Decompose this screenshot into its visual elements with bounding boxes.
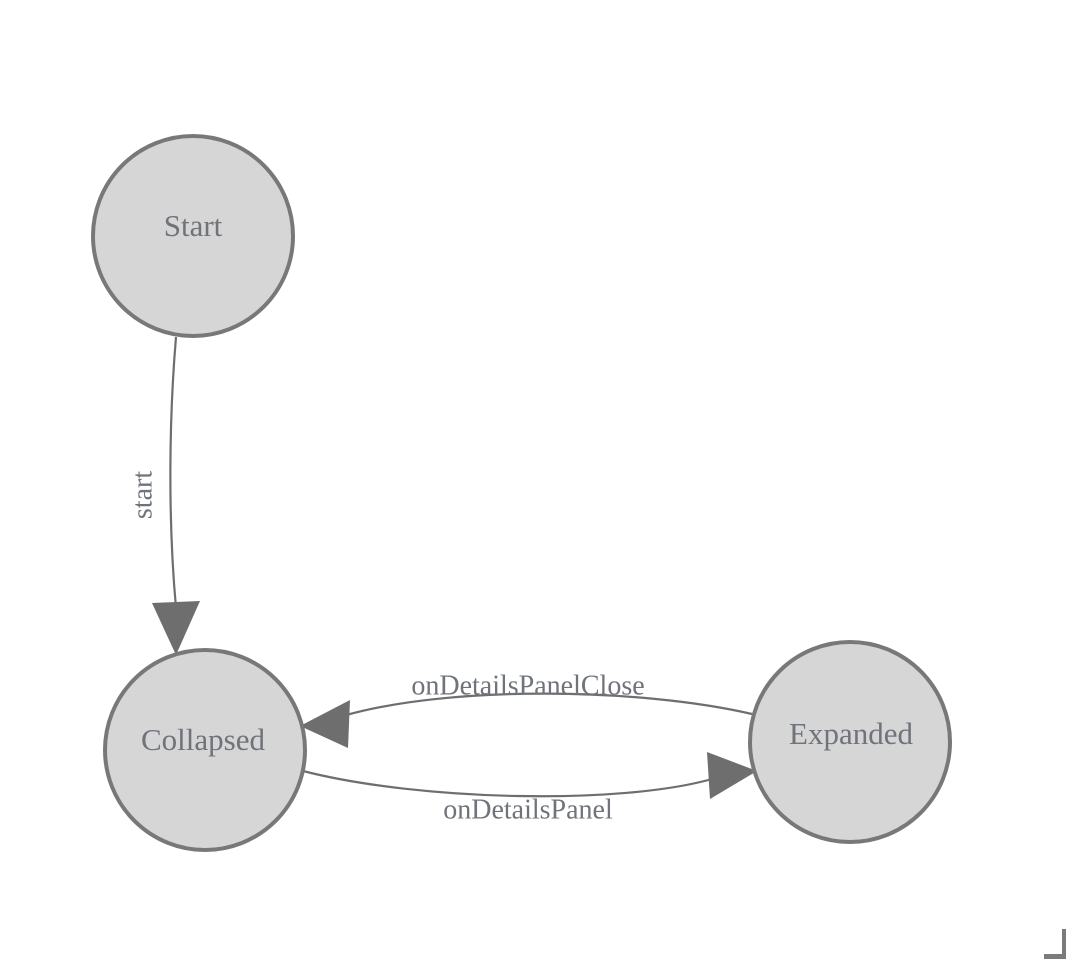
node-start-circle <box>91 134 295 338</box>
edge-collapsed-to-expanded[interactable]: onDetailsPanel <box>302 752 757 825</box>
resize-corner-mark[interactable] <box>1044 929 1066 959</box>
edge-expanded-to-collapsed[interactable]: onDetailsPanelClose <box>300 670 753 748</box>
edge-start-to-collapsed-path <box>169 336 178 609</box>
edge-expanded-to-collapsed-label: onDetailsPanelClose <box>411 670 644 701</box>
node-expanded[interactable]: Expanded <box>748 640 952 844</box>
resize-corner-mark-horizontal <box>1044 954 1066 959</box>
node-expanded-circle <box>748 640 952 844</box>
edge-expanded-to-collapsed-path <box>342 692 753 718</box>
node-start-label: Start <box>164 208 223 243</box>
resize-corner-mark-vertical <box>1062 929 1066 959</box>
edge-collapsed-to-expanded-label: onDetailsPanel <box>443 794 613 825</box>
edge-start-to-collapsed-label: start <box>127 471 158 519</box>
node-collapsed-circle <box>103 648 307 852</box>
edge-start-to-collapsed-arrowhead <box>152 601 200 655</box>
node-collapsed-label: Collapsed <box>141 722 265 757</box>
edge-start-to-collapsed[interactable]: start <box>127 336 200 655</box>
edge-collapsed-to-expanded-path <box>302 769 713 798</box>
edge-collapsed-to-expanded-arrowhead <box>707 752 757 799</box>
node-start[interactable]: Start <box>91 134 295 338</box>
edge-expanded-to-collapsed-arrowhead <box>300 700 350 748</box>
node-expanded-label: Expanded <box>789 716 913 751</box>
node-collapsed[interactable]: Collapsed <box>103 648 307 852</box>
